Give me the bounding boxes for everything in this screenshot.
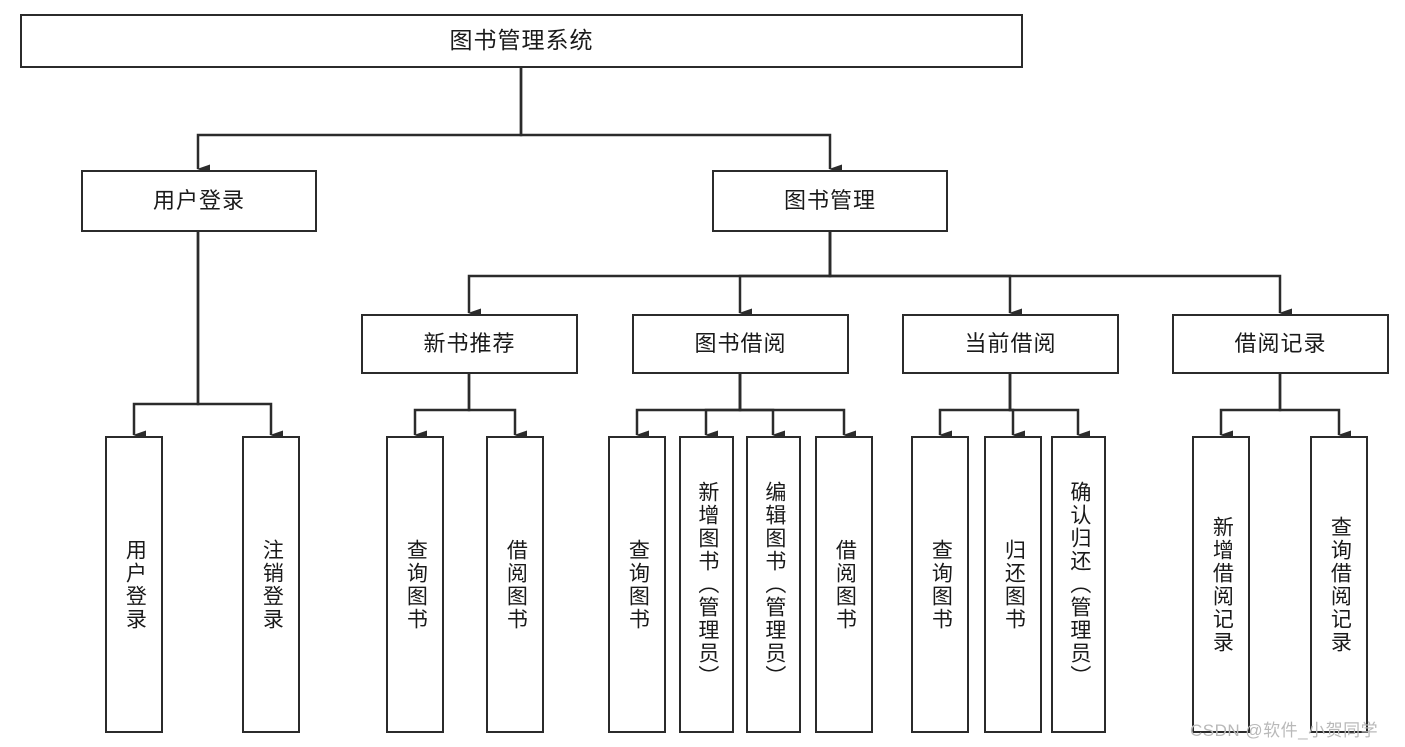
leaf-borrow-books-recommendation-label: 借阅图书: [504, 538, 528, 631]
node-book-management-label: 图书管理: [783, 187, 876, 213]
leaf-confirm-return-admin-label: 确认归还（管理员）: [1067, 481, 1091, 688]
leaf-query-borrow-record[interactable]: 查询借阅记录: [1310, 436, 1368, 733]
leaf-query-books-recommendation[interactable]: 查询图书: [386, 436, 444, 733]
node-new-book-recommendation[interactable]: 新书推荐: [361, 314, 578, 374]
leaf-query-books-current-label: 查询图书: [929, 538, 953, 631]
leaf-query-borrow-record-label: 查询借阅记录: [1328, 515, 1352, 654]
node-root-label: 图书管理系统: [449, 27, 594, 54]
node-book-borrowing-label: 图书借阅: [694, 330, 787, 356]
connector-l3_1-to-leaf_6: [738, 374, 785, 440]
connector-l3_0-to-leaf_3: [467, 374, 527, 440]
leaf-add-borrow-record-label: 新增借阅记录: [1210, 515, 1234, 654]
leaf-add-borrow-record[interactable]: 新增借阅记录: [1192, 436, 1250, 733]
csdn-watermark: CSDN @软件_小贺同学: [1190, 721, 1379, 740]
node-borrow-records[interactable]: 借阅记录: [1172, 314, 1389, 374]
connector-l2_1-to-l3_1: [738, 232, 832, 318]
connector-l3_1-to-leaf_5: [704, 374, 742, 440]
leaf-query-books-recommendation-label: 查询图书: [404, 538, 428, 631]
node-borrow-records-label: 借阅记录: [1234, 330, 1327, 356]
leaf-borrow-books-borrowing-label: 借阅图书: [833, 538, 857, 631]
leaf-edit-book-admin[interactable]: 编辑图书（管理员）: [746, 436, 801, 733]
connector-l2_0-to-leaf_0: [132, 232, 200, 440]
connector-l3_2-to-leaf_8: [938, 374, 1012, 440]
node-new-book-recommendation-label: 新书推荐: [423, 330, 516, 356]
leaf-confirm-return-admin[interactable]: 确认归还（管理员）: [1051, 436, 1106, 733]
leaf-borrow-books-recommendation[interactable]: 借阅图书: [486, 436, 544, 733]
connector-l2_0-to-leaf_1: [196, 232, 283, 440]
connector-l3_0-to-leaf_2: [413, 374, 471, 440]
leaf-return-books[interactable]: 归还图书: [984, 436, 1042, 733]
node-current-borrowing-label: 当前借阅: [964, 330, 1057, 356]
leaf-edit-book-admin-label: 编辑图书（管理员）: [762, 481, 786, 688]
leaf-query-books-borrowing-label: 查询图书: [626, 538, 650, 631]
connector-l3_2-to-leaf_9: [1008, 374, 1025, 440]
connector-root-to-l2_0: [196, 68, 523, 174]
connector-root-to-l2_1: [519, 68, 842, 174]
node-user-login[interactable]: 用户登录: [81, 170, 317, 232]
connector-l3_3-to-leaf_12: [1278, 374, 1351, 440]
connector-l2_1-to-l3_2: [828, 232, 1022, 318]
node-book-management[interactable]: 图书管理: [712, 170, 948, 232]
connector-l3_2-to-leaf_10: [1008, 374, 1090, 440]
connector-l3_1-to-leaf_4: [635, 374, 742, 440]
node-current-borrowing[interactable]: 当前借阅: [902, 314, 1119, 374]
leaf-add-book-admin-label: 新增图书（管理员）: [695, 481, 719, 688]
node-root[interactable]: 图书管理系统: [20, 14, 1023, 68]
leaf-borrow-books-borrowing[interactable]: 借阅图书: [815, 436, 873, 733]
leaf-logout-label: 注销登录: [260, 538, 284, 631]
leaf-return-books-label: 归还图书: [1002, 538, 1026, 631]
node-user-login-label: 用户登录: [152, 187, 245, 213]
leaf-logout[interactable]: 注销登录: [242, 436, 300, 733]
leaf-user-login[interactable]: 用户登录: [105, 436, 163, 733]
connector-lines: [132, 68, 1351, 440]
connector-l3_3-to-leaf_11: [1219, 374, 1282, 440]
node-book-borrowing[interactable]: 图书借阅: [632, 314, 849, 374]
leaf-query-books-current[interactable]: 查询图书: [911, 436, 969, 733]
connector-l2_1-to-l3_3: [828, 232, 1292, 318]
connector-l3_1-to-leaf_7: [738, 374, 856, 440]
connector-l2_1-to-l3_0: [467, 232, 832, 318]
leaf-add-book-admin[interactable]: 新增图书（管理员）: [679, 436, 734, 733]
leaf-user-login-label: 用户登录: [123, 538, 147, 631]
leaf-query-books-borrowing[interactable]: 查询图书: [608, 436, 666, 733]
